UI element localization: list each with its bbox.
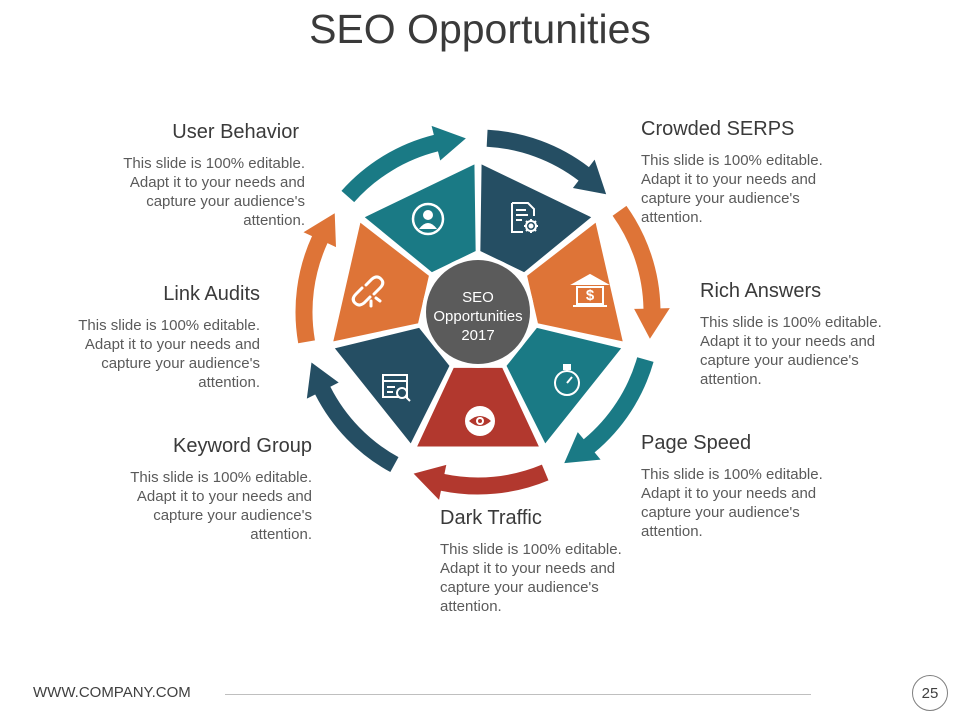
document-gear-icon [511, 202, 538, 233]
block-text: This slide is 100% editable. Adapt it to… [78, 317, 260, 391]
block-text: This slide is 100% editable. Adapt it to… [440, 541, 622, 615]
block-text: This slide is 100% editable. Adapt it to… [700, 314, 882, 388]
center-circle: SEO Opportunities 2017 [422, 256, 534, 368]
page-number: 25 [912, 675, 948, 711]
arrow-user-behavior [341, 125, 466, 203]
segment-rich-answers [523, 217, 627, 346]
footer-divider [225, 694, 811, 695]
block-text: This slide is 100% editable. Adapt it to… [641, 466, 823, 540]
block-heading: Crowded SERPS [641, 118, 795, 140]
stopwatch-icon [554, 364, 580, 396]
block-heading: Dark Traffic [440, 507, 542, 529]
block-heading: Keyword Group [173, 435, 312, 457]
segment-crowded-serps [477, 159, 597, 276]
slide-title: SEO Opportunities [309, 6, 651, 52]
segment-icons: $ [351, 202, 610, 436]
center-label-line3: 2017 [461, 327, 494, 344]
user-icon [411, 202, 445, 236]
footer-url: WWW.COMPANY.COM [33, 684, 191, 701]
block-text: This slide is 100% editable. Adapt it to… [123, 155, 305, 229]
cycle-arrows [295, 125, 670, 500]
block-heading: Rich Answers [700, 280, 822, 302]
arrow-dark-traffic [413, 464, 549, 500]
block-text: This slide is 100% editable. Adapt it to… [130, 469, 312, 543]
browser-search-icon [382, 374, 411, 402]
block-crowded-serps: Crowded SERPS This slide is 100% editabl… [641, 118, 841, 227]
block-heading: Link Audits [163, 283, 260, 305]
block-rich-answers: Rich Answers This slide is 100% editable… [700, 280, 900, 389]
block-heading: User Behavior [172, 121, 299, 143]
block-dark-traffic: Dark Traffic This slide is 100% editable… [440, 507, 640, 616]
block-link-audits: Link Audits This slide is 100% editable.… [60, 283, 260, 392]
center-label-line1: SEO [462, 289, 494, 306]
arrow-rich-answers [612, 205, 670, 339]
segment-link-audits [329, 217, 433, 346]
center-label-line2: Opportunities [433, 308, 522, 325]
block-text: This slide is 100% editable. Adapt it to… [641, 152, 823, 226]
broken-link-icon [351, 275, 385, 308]
arrow-link-audits [295, 213, 336, 344]
eye-icon [465, 406, 495, 436]
block-keyword-group: Keyword Group This slide is 100% editabl… [112, 435, 312, 544]
block-user-behavior: User Behavior This slide is 100% editabl… [105, 121, 305, 230]
bank-dollar-icon: $ [570, 273, 610, 307]
arrow-page-speed [564, 357, 654, 464]
svg-text:$: $ [586, 287, 595, 304]
segment-page-speed [503, 324, 627, 449]
block-heading: Page Speed [641, 432, 752, 454]
segment-user-behavior [359, 159, 479, 276]
arrow-keyword-group [306, 362, 399, 473]
arrow-crowded-serps [486, 129, 607, 195]
block-page-speed: Page Speed This slide is 100% editable. … [641, 432, 841, 541]
